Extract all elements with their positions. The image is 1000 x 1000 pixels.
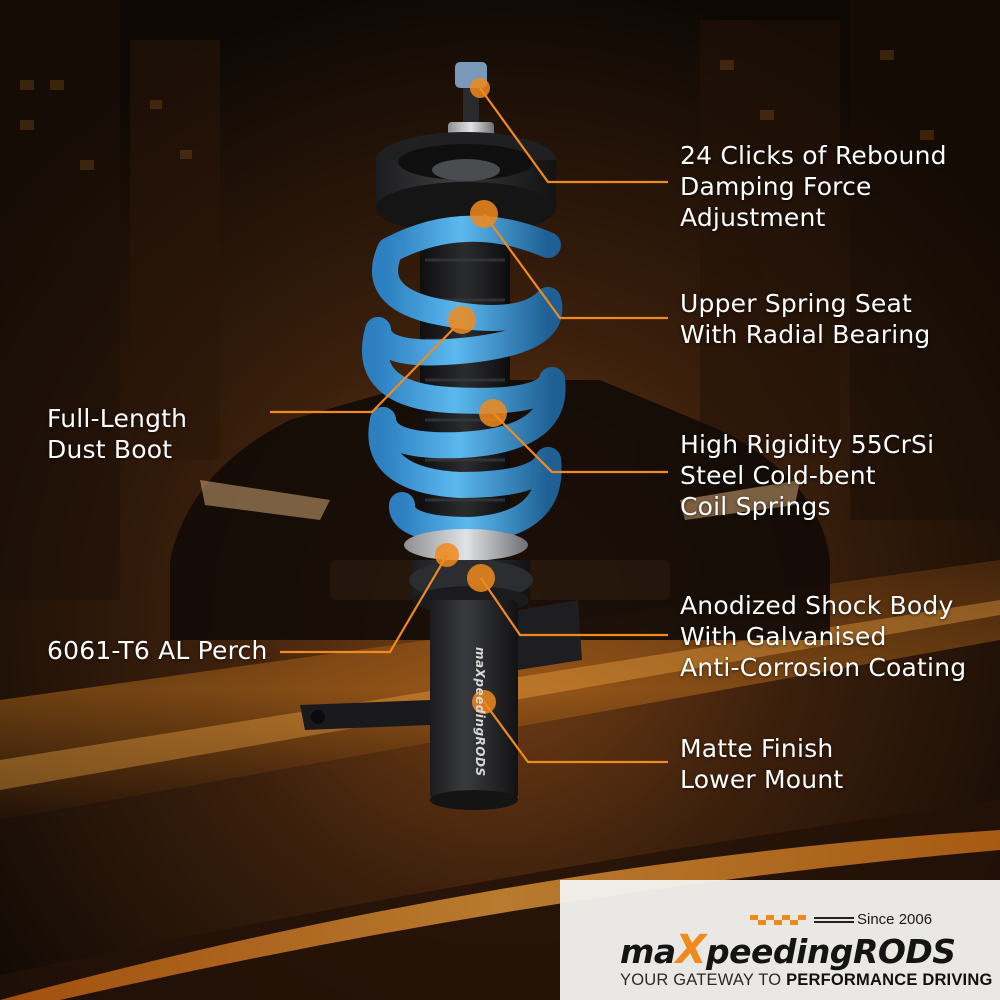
callout-lines <box>270 87 668 764</box>
since-year: Since 2006 <box>857 911 933 928</box>
label-al-perch: 6061-T6 AL Perch <box>47 635 268 666</box>
label-line: Damping Force <box>680 172 872 201</box>
brand-part: ma <box>620 932 676 971</box>
brand-wordmark: maXpeedingRODS <box>620 927 956 973</box>
label-line: With Radial Bearing <box>680 320 931 349</box>
checkered-flag-icon <box>750 915 854 925</box>
shock-body-brand-print: maXpeedingRODS <box>473 647 487 777</box>
label-lower-mount: Matte Finish Lower Mount <box>680 733 843 795</box>
label-shock-body: Anodized Shock Body With Galvanised Anti… <box>680 590 966 683</box>
label-line: Steel Cold-bent <box>680 461 876 490</box>
label-line: High Rigidity 55CrSi <box>680 430 935 459</box>
tagline-part: YOUR GATEWAY TO <box>620 971 787 989</box>
label-upper-spring-seat: Upper Spring Seat With Radial Bearing <box>680 288 930 350</box>
label-coil-springs: High Rigidity 55CrSi Steel Cold-bent Coi… <box>680 429 934 522</box>
tagline-emphasis: PERFORMANCE DRIVING <box>786 971 993 989</box>
label-line: Dust Boot <box>47 435 173 464</box>
label-line: Matte Finish <box>680 734 834 763</box>
brand-tagline: YOUR GATEWAY TO PERFORMANCE DRIVING <box>620 971 993 990</box>
callout-dots <box>435 78 507 714</box>
label-line: Full-Length <box>47 404 188 433</box>
label-rebound-adjustment: 24 Clicks of Rebound Damping Force Adjus… <box>680 140 947 233</box>
brand-part: RODS <box>852 932 956 971</box>
label-dust-boot: Full-Length Dust Boot <box>47 403 187 465</box>
label-line: Adjustment <box>680 203 826 232</box>
label-line: With Galvanised <box>680 622 887 651</box>
label-line: Lower Mount <box>680 765 844 794</box>
label-line: 24 Clicks of Rebound <box>680 141 947 170</box>
brand-x: X <box>675 927 707 973</box>
coilover <box>300 62 582 810</box>
label-line: 6061-T6 AL Perch <box>47 636 268 665</box>
label-line: Anti-Corrosion Coating <box>680 653 967 682</box>
city-buildings <box>20 20 934 460</box>
label-line: Anodized Shock Body <box>680 591 954 620</box>
brand-logo: Since 2006 maXpeedingRODS YOUR GATEWAY T… <box>600 905 992 990</box>
label-line: Upper Spring Seat <box>680 289 913 318</box>
label-line: Coil Springs <box>680 492 831 521</box>
brand-part: peeding <box>706 932 853 971</box>
